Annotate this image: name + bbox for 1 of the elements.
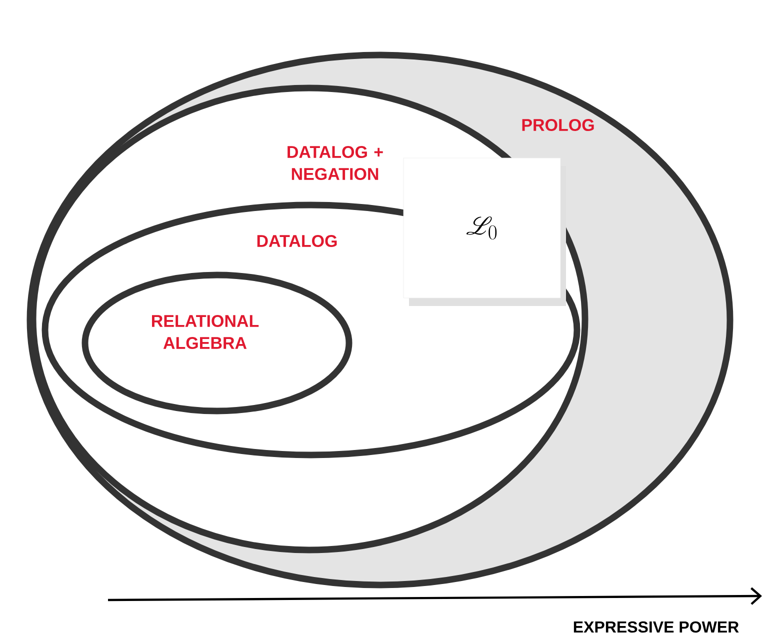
axis-label: EXPRESSIVE POWER	[574, 621, 739, 633]
